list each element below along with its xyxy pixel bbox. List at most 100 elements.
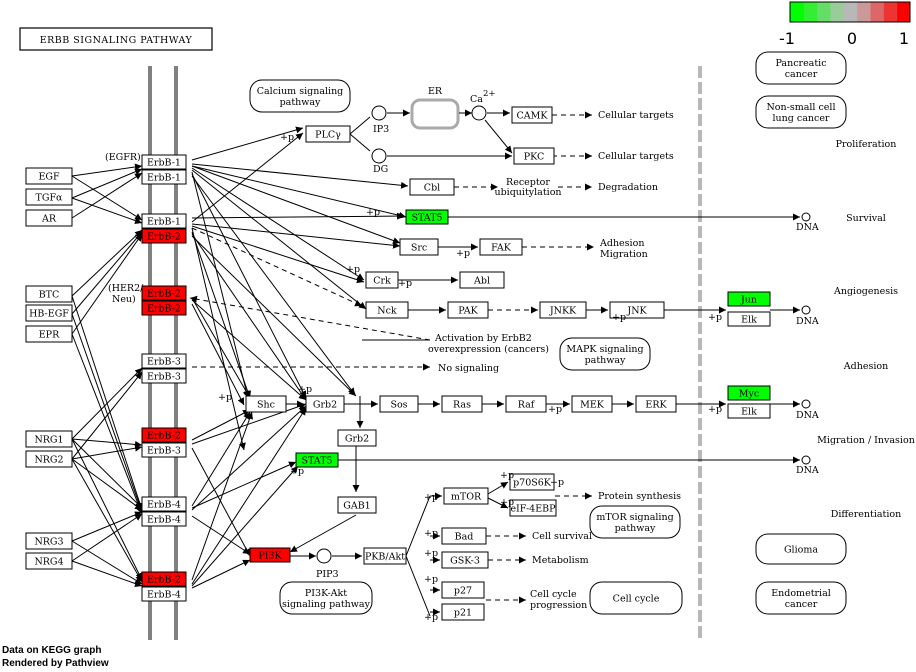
gene-node-nrg1[interactable]: NRG1 — [25, 430, 73, 448]
plus-p-label: +p — [424, 528, 438, 539]
gene-node-erbb3b[interactable]: ErbB-3 — [141, 368, 187, 384]
gene-node-erbb2a[interactable]: ErbB-2 — [141, 228, 187, 244]
gene-node-src[interactable]: Src — [399, 238, 439, 256]
gene-node-grb2b[interactable]: Grb2 — [337, 429, 377, 447]
gene-node-bad[interactable]: Bad — [441, 527, 487, 545]
gene-node-btc[interactable]: BTC — [25, 285, 73, 303]
gene-node-erbb1c[interactable]: ErbB-1 — [141, 213, 187, 229]
gene-node-pkc[interactable]: PKC — [513, 147, 555, 165]
gene-node-ras[interactable]: Ras — [441, 395, 483, 413]
gene-node-grb2a[interactable]: Grb2 — [305, 395, 345, 413]
gene-node-gsk3[interactable]: GSK-3 — [441, 551, 489, 569]
gene-node-egf[interactable]: EGF — [25, 167, 73, 185]
gene-node-erbb1a[interactable]: ErbB-1 — [141, 154, 187, 170]
gene-node-sos[interactable]: Sos — [379, 395, 419, 413]
edges — [71, 109, 800, 617]
gene-node-elk1[interactable]: Elk — [727, 311, 771, 327]
gene-node-cbl[interactable]: Cbl — [409, 178, 455, 196]
pathway-map-label: MAPK signaling — [566, 344, 643, 355]
gene-node-fak[interactable]: FAK — [479, 238, 523, 256]
gene-node-box — [441, 395, 483, 413]
gene-node-pi3k[interactable]: PI3K — [249, 547, 291, 563]
gene-node-jun[interactable]: Jun — [727, 291, 771, 307]
pathway-map-label: pathway — [280, 97, 321, 108]
degradation-label: Degradation — [598, 182, 658, 193]
gene-node-erbb2e[interactable]: ErbB-2 — [141, 571, 187, 587]
gene-node-label: Grb2 — [313, 400, 337, 411]
labels: (EGFR) (HER2/ Neu) IP3 DG Ca 2+ PIP3 Cel… — [105, 89, 915, 611]
gene-node-erk[interactable]: ERK — [635, 395, 677, 413]
gene-node-pak[interactable]: PAK — [447, 301, 489, 319]
plus-p-label: +p — [500, 470, 514, 481]
ip3-circle — [371, 105, 387, 121]
gene-node-box — [25, 304, 73, 322]
gene-node-p70s6k[interactable]: p70S6K — [509, 473, 555, 491]
gene-node-label: ErbB-2 — [147, 232, 181, 243]
gene-node-box — [505, 395, 547, 413]
gene-node-erbb3a[interactable]: ErbB-3 — [141, 353, 187, 369]
gene-node-erbb2d[interactable]: ErbB-2 — [141, 427, 187, 443]
gene-node-erbb2b[interactable]: ErbB-2 — [141, 285, 187, 301]
gene-node-hbegf[interactable]: HB-EGF — [25, 304, 73, 322]
pathway-map-glioma[interactable]: Glioma — [755, 533, 847, 565]
gene-node-raf[interactable]: Raf — [505, 395, 547, 413]
gene-node-box — [409, 178, 455, 196]
gene-node-p21[interactable]: p21 — [441, 603, 485, 621]
gene-node-elk2[interactable]: Elk — [727, 403, 771, 419]
gene-node-label: ERK — [645, 400, 667, 411]
gene-node-box — [249, 547, 291, 563]
legend-swatch — [870, 2, 884, 22]
gene-node-mek[interactable]: MEK — [571, 395, 613, 413]
gene-node-nck[interactable]: Nck — [365, 301, 409, 319]
pathway-map-cellcycle[interactable]: Cell cycle — [589, 581, 683, 615]
gene-node-box — [305, 395, 345, 413]
gene-node-nrg3[interactable]: NRG3 — [25, 532, 73, 550]
gene-node-gab1[interactable]: GAB1 — [337, 496, 377, 514]
plus-p-label: +p — [424, 574, 438, 585]
gene-node-plcg[interactable]: PLCγ — [305, 125, 351, 143]
gene-node-mtor[interactable]: mTOR — [443, 487, 489, 505]
gene-node-label: p21 — [454, 608, 472, 619]
gene-node-p27[interactable]: p27 — [441, 581, 485, 599]
gene-node-label: CAMK — [517, 111, 549, 122]
gene-node-erbb4b[interactable]: ErbB-4 — [141, 511, 187, 527]
gene-node-erbb1b[interactable]: ErbB-1 — [141, 169, 187, 185]
gene-node-eif4ebp[interactable]: eIF-4EBP — [509, 499, 557, 517]
gene-node-shc[interactable]: Shc — [245, 395, 287, 413]
gene-node-nrg4[interactable]: NRG4 — [25, 552, 73, 570]
gene-node-box — [727, 403, 771, 419]
legend-swatch — [830, 2, 844, 22]
gene-node-erbb3c[interactable]: ErbB-3 — [141, 442, 187, 458]
gene-node-box — [141, 571, 187, 587]
gene-node-epr[interactable]: EPR — [25, 325, 73, 343]
gene-node-jnkk[interactable]: JNKK — [539, 301, 587, 319]
gene-node-nrg2[interactable]: NRG2 — [25, 450, 73, 468]
plus-p-label: +p — [708, 404, 722, 415]
gene-node-box — [513, 147, 555, 165]
gene-node-jnk[interactable]: JNK — [609, 301, 665, 319]
gene-node-myc[interactable]: Myc — [727, 385, 771, 401]
plus-p-label: +p — [424, 492, 438, 503]
gene-node-erbb2c[interactable]: ErbB-2 — [141, 300, 187, 316]
gene-node-camk[interactable]: CAMK — [511, 106, 553, 124]
gene-node-erbb4c[interactable]: ErbB-4 — [141, 586, 187, 602]
gene-node-label: Nck — [377, 306, 397, 317]
gene-node-label: ErbB-2 — [147, 304, 181, 315]
gene-node-label: Crk — [373, 276, 391, 287]
gene-node-crk[interactable]: Crk — [365, 271, 399, 289]
gene-node-label: ErbB-3 — [147, 372, 181, 383]
gene-node-stat5b[interactable]: STAT5 — [295, 452, 339, 468]
gene-node-stat5a[interactable]: STAT5 — [405, 209, 449, 225]
gene-node-tgfa[interactable]: TGFα — [25, 188, 73, 206]
gene-node-ar[interactable]: AR — [25, 209, 73, 227]
gene-node-pkbakt[interactable]: PKB/Akt — [363, 547, 407, 565]
gene-node-abl[interactable]: Abl — [459, 271, 505, 289]
gene-node-erbb4a[interactable]: ErbB-4 — [141, 496, 187, 512]
